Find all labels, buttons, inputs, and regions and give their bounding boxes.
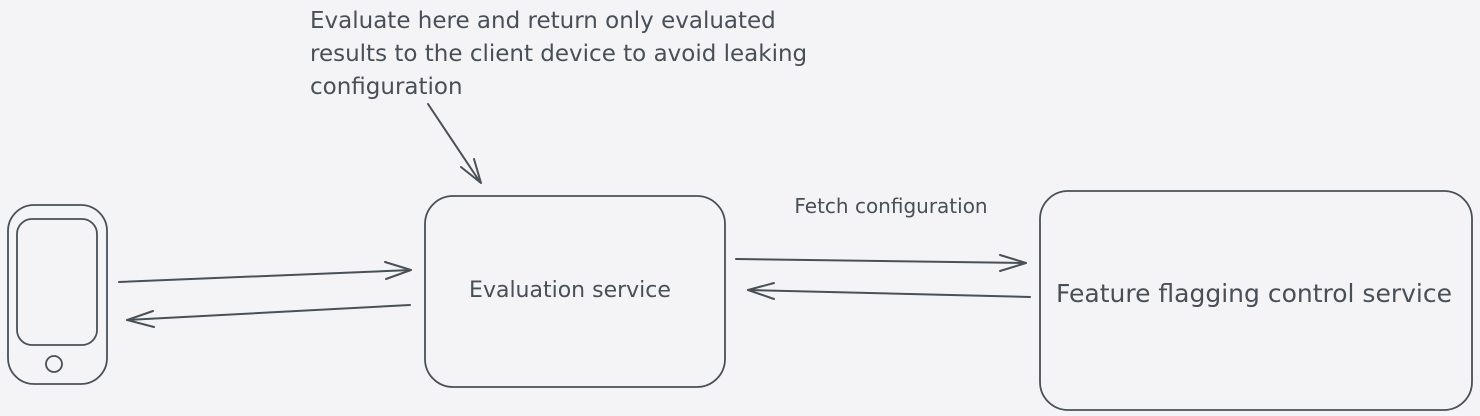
evaluation-service-node: Evaluation service: [424, 195, 726, 388]
annotation-line-3: configuration: [310, 74, 463, 100]
fetch-configuration-label: Fetch configuration: [794, 194, 987, 218]
evaluation-service-label: Evaluation service: [469, 278, 671, 303]
annotation-line-2: results to the client device to avoid le…: [310, 41, 807, 67]
annotation-line-1: Evaluate here and return only evaluated: [310, 8, 776, 34]
annotation-text: Evaluate here and return only evaluated …: [310, 8, 807, 100]
arrow-evaluation-to-client: [126, 304, 411, 328]
feature-flagging-control-service-label: Feature flagging control service: [1056, 279, 1452, 308]
smartphone-icon: [7, 204, 108, 385]
annotation-arrow: [427, 103, 482, 184]
arrow-control-to-evaluation: [747, 282, 1031, 300]
arrow-evaluation-to-control: [735, 254, 1027, 272]
arrow-client-to-evaluation: [118, 261, 412, 283]
feature-flagging-control-service-node: Feature flagging control service: [1039, 190, 1473, 411]
